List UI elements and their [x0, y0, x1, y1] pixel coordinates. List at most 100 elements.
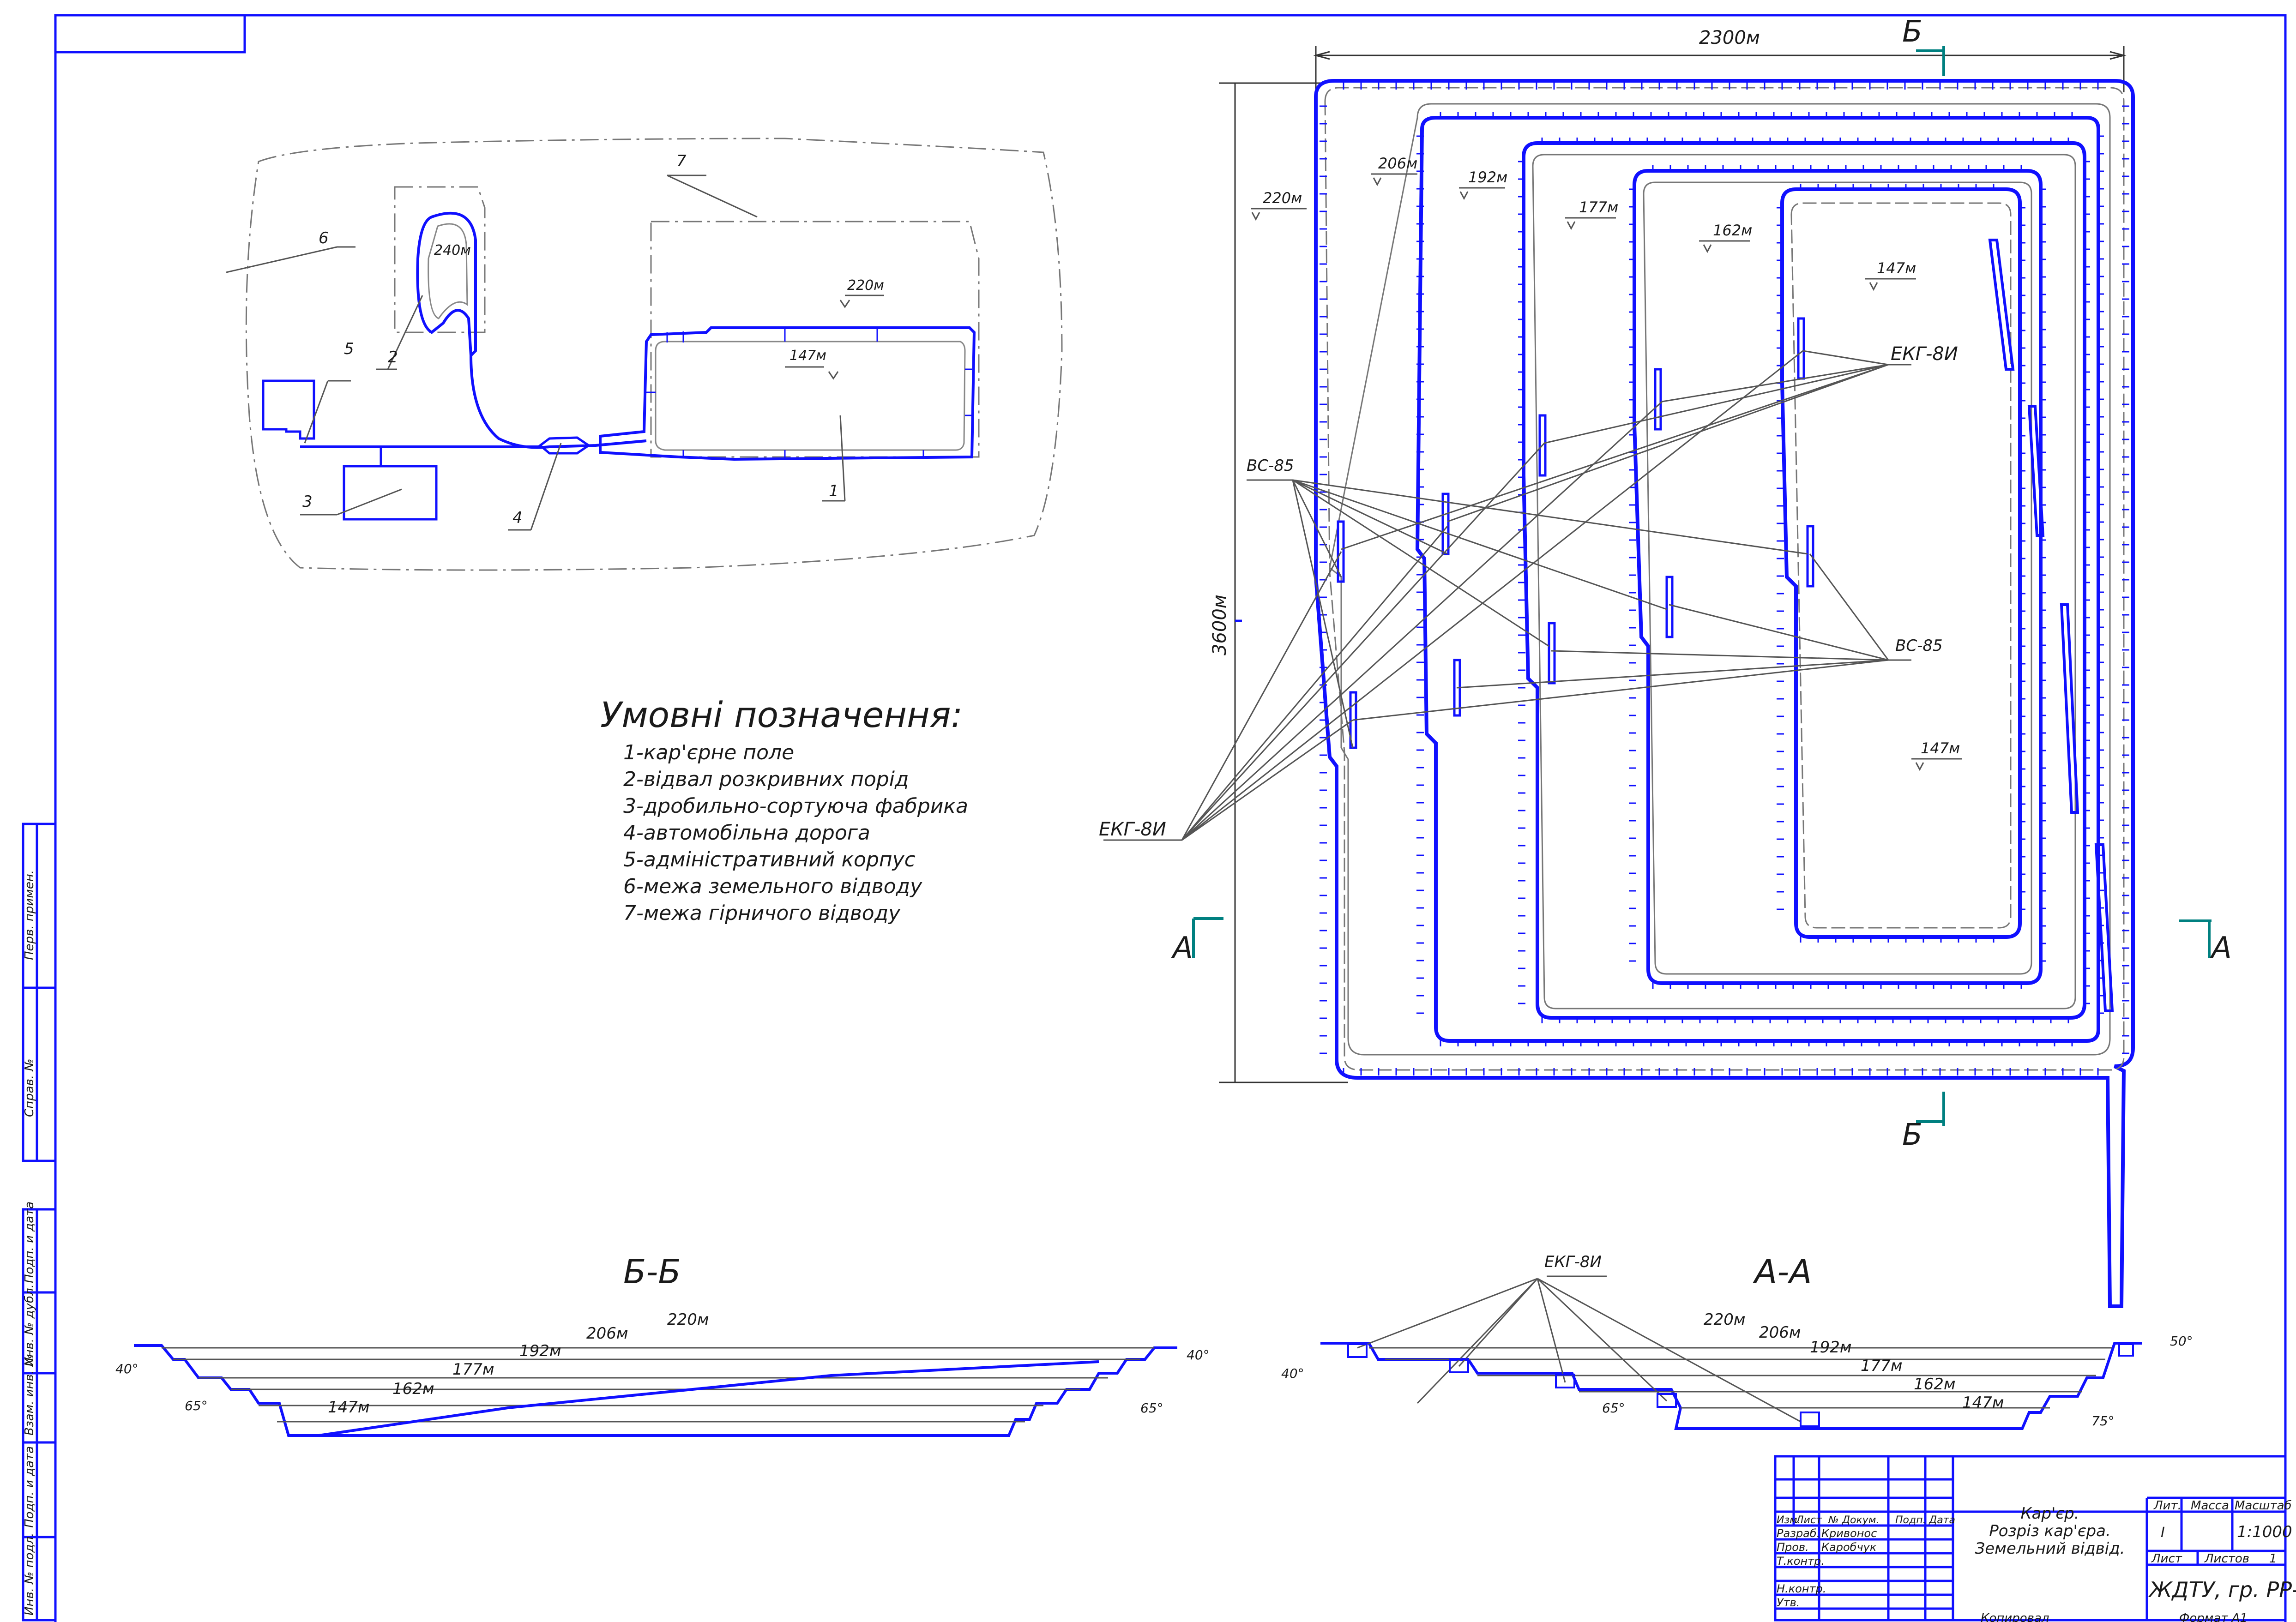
drawing-title: Кар'єр. Розріз кар'єра. Земельний відвід…: [1975, 1504, 2125, 1558]
angle-label: 40°: [1187, 1347, 1210, 1363]
level-label: 220м: [667, 1310, 709, 1329]
plan-width-label: 2300м: [1699, 27, 1760, 48]
format-label: Формат А1: [2179, 1611, 2248, 1622]
level-label: 177м: [1861, 1357, 1903, 1375]
plan-equipment-labels: ЕКГ-8И ЕКГ-8И ВС-85 ВС-85: [1099, 343, 1958, 840]
bench-147: [1780, 187, 2022, 939]
legend-item: 2-відвал розкривних порід: [623, 768, 909, 791]
level-label: 192м: [519, 1342, 561, 1360]
side-stamp-label: Взам. инв. №: [23, 1354, 36, 1436]
overburden-dump: [416, 211, 477, 359]
mining-allotment-boundary: [650, 221, 980, 458]
site-label-4: 4: [512, 509, 523, 527]
scale-value: 1:1000: [2237, 1523, 2292, 1541]
section-mark-b-top: Б: [1902, 15, 1922, 49]
drill-rig-label: ВС-85: [1895, 637, 1943, 655]
plan-level-labels: 220м 206м 192м 177м 162м 147м 147м: [1263, 155, 1960, 757]
sheets-label: Листов: [2204, 1552, 2249, 1566]
legend-item: 5-адміністративний корпус: [623, 848, 916, 871]
organisation: ЖДТУ, гр. РР-37: [2148, 1577, 2296, 1602]
level-label: 206м: [1378, 155, 1417, 172]
role-label: Пров.: [1777, 1541, 1809, 1554]
excavator-label: ЕКГ-8И: [1891, 343, 1958, 365]
legend-title: Умовні позначення:: [600, 694, 963, 735]
lit-value: І: [2161, 1525, 2165, 1541]
level-label: 147м: [1921, 739, 1960, 757]
role-label: Утв.: [1777, 1596, 1800, 1609]
site-map: 6 7 2 5 3 4 1 240м 220м 147м: [226, 138, 1063, 571]
section-aa: А-А ЕКГ-8И 220м 206м 1: [1281, 1252, 2193, 1430]
pit-top-level: 220м: [847, 277, 884, 294]
level-label: 162м: [1713, 222, 1752, 239]
legend-item: 3-дробильно-сортуюча фабрика: [623, 794, 968, 818]
legend-item: 6-межа земельного відводу: [623, 875, 922, 898]
sheet-label: Лист: [2151, 1552, 2182, 1566]
scale-header: Масштаб: [2235, 1499, 2292, 1513]
sheets-value: 1: [2269, 1552, 2277, 1566]
title-block: Изм. Лист № Докум. Подп. Дата Разраб. Кр…: [1774, 1455, 2296, 1622]
section-aa-angles: 40° 50° 65° 75°: [1281, 1334, 2193, 1429]
level-label: 206м: [586, 1324, 628, 1343]
crushing-plant: [343, 465, 438, 521]
side-stamp-label: Справ. №: [23, 1059, 36, 1117]
section-aa-levels: 220м 206м 192м 177м 162м 147м: [1704, 1310, 2004, 1412]
level-label: 177м: [452, 1360, 494, 1379]
header-cell: Лист: [1796, 1514, 1822, 1526]
level-label: 162м: [392, 1380, 434, 1398]
section-aa-title: А-А: [1753, 1252, 1812, 1291]
section-bb-profile: [134, 1344, 1177, 1437]
legend-items: 1-кар'єрне поле 2-відвал розкривних порі…: [623, 741, 968, 925]
side-stamp-label: Подп. и дата: [23, 1201, 36, 1283]
bench-206: [1329, 103, 2111, 1056]
drill-rig-label: ВС-85: [1247, 457, 1294, 475]
level-label: 192м: [1468, 168, 1507, 186]
site-label-6: 6: [319, 229, 329, 247]
section-mark-a-right: А: [2210, 931, 2232, 965]
angle-label: 40°: [1281, 1366, 1304, 1381]
level-label: 147м: [1877, 259, 1916, 277]
level-label: 220м: [1263, 189, 1302, 207]
pit-bottom-level: 147м: [789, 348, 826, 364]
legend: Умовні позначення: 1-кар'єрне поле 2-від…: [600, 694, 968, 925]
land-allotment-boundary: [245, 138, 1063, 571]
side-stamp-label: Перв. примен.: [23, 870, 36, 960]
site-label-3: 3: [302, 493, 313, 511]
excavator-marks: [1337, 317, 1814, 749]
angle-label: 65°: [185, 1398, 208, 1413]
legend-item: 4-автомобільна дорога: [623, 821, 870, 845]
pit-field: [599, 326, 976, 461]
admin-building: [262, 379, 315, 440]
level-label: 206м: [1759, 1323, 1801, 1342]
dump-level: 240м: [434, 242, 471, 258]
excavator-label: ЕКГ-8И: [1099, 819, 1166, 840]
role-label: Н.контр.: [1777, 1582, 1826, 1595]
title-line: Земельний відвід.: [1975, 1539, 2125, 1558]
header-cell: Подп.: [1895, 1514, 1926, 1526]
level-label: 147м: [1962, 1394, 2004, 1412]
pit-plan: 2300м 3600м: [1099, 15, 2232, 1308]
angle-label: 65°: [1140, 1400, 1163, 1416]
section-bb-title: Б-Б: [623, 1252, 681, 1291]
sheet-frame: [22, 14, 2287, 1622]
level-label: 177м: [1579, 198, 1618, 216]
section-mark-a-left: А: [1171, 931, 1193, 965]
copied-label: Копировал: [1981, 1611, 2049, 1622]
mass-header: Масса: [2191, 1499, 2229, 1513]
site-map-labels: 6 7 2 5 3 4 1 240м 220м 147м: [302, 152, 884, 527]
side-stamp-label: Подп. и дата: [23, 1446, 36, 1528]
title-line: Кар'єр.: [2021, 1504, 2079, 1523]
site-label-1: 1: [829, 482, 839, 500]
angle-label: 50°: [2170, 1334, 2193, 1349]
bench-220: [1314, 79, 2135, 1308]
site-label-5: 5: [344, 340, 354, 358]
level-label: 220м: [1704, 1310, 1746, 1329]
level-label: 162м: [1914, 1375, 1956, 1394]
name-label: Каробчук: [1821, 1541, 1877, 1554]
legend-item: 7-межа гірничого відводу: [623, 901, 901, 925]
section-aa-excavator: ЕКГ-8И: [1544, 1253, 1602, 1271]
side-stamp-label: Инв. № подл.: [23, 1533, 36, 1616]
role-label: Разраб.: [1777, 1527, 1820, 1540]
header-cell: Дата: [1928, 1514, 1955, 1526]
name-label: Кривонос: [1821, 1527, 1877, 1540]
